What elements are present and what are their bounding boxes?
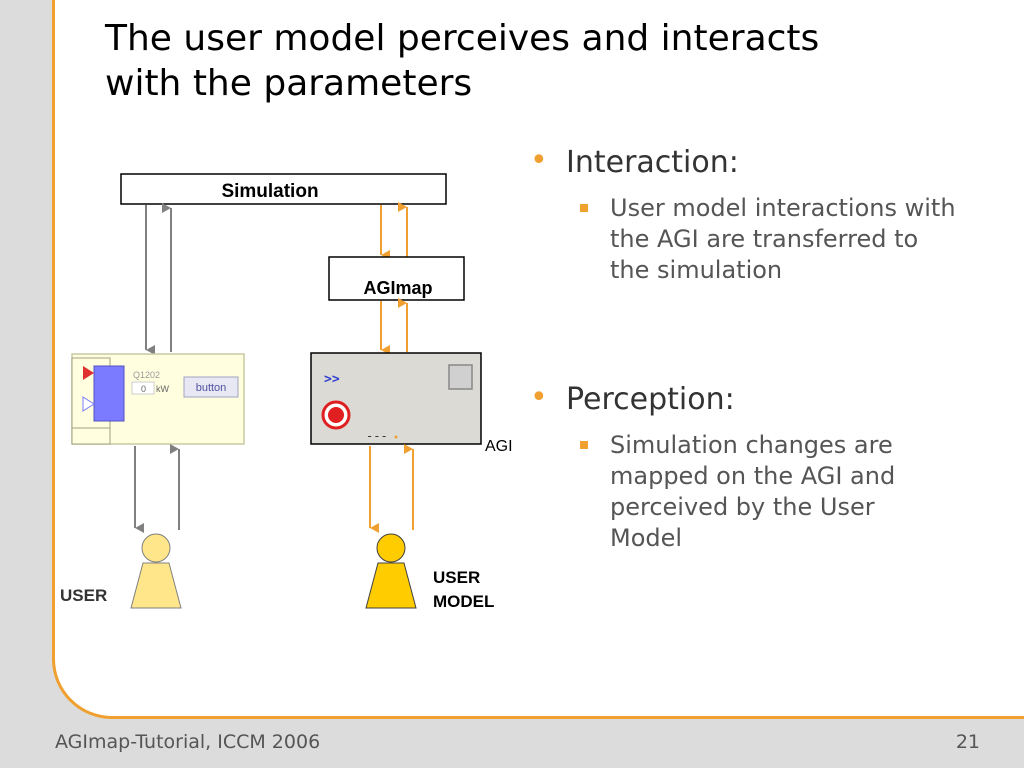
user-model-label-line-2: MODEL [433,592,494,611]
bullet-sub-line: perceived by the User [610,493,875,521]
user-model-label-line-1: USER [433,568,480,587]
interface-button-label: button [196,382,227,394]
outline-triangle-icon [82,396,95,412]
footer-text: AGImap-Tutorial, ICCM 2006 [55,731,321,753]
bullet-heading: Interaction: [566,145,739,180]
bullet-interaction: • Interaction: User model interactions w… [530,143,1020,286]
bullet-sub-line: the simulation [610,256,783,284]
agi-panel-square-button[interactable] [448,364,473,390]
user-label: USER [60,586,107,605]
user-model-figure [365,533,417,609]
square-bullet-icon [580,204,588,212]
square-bullet-icon [580,441,588,449]
interface-value: 0 [141,384,146,394]
bullet-sub-line: Model [610,524,683,552]
interface-unit: kW [156,384,170,394]
slide-title-line-2: with the parameters [105,63,473,104]
simulation-box: Simulation [120,173,447,205]
bullet-sub-line: User model interactions with [610,194,956,222]
bullet-perception: • Perception: Simulation changes are map… [530,380,1020,554]
agimap-box: AGImap [328,256,465,301]
page-number: 21 [955,731,980,753]
simulation-label: Simulation [221,181,318,202]
red-triangle-icon [83,366,94,380]
interface-blue-block [93,365,125,422]
simulation-interface: Q1202 0 kW button [71,353,245,445]
slide-title-line-1: The user model perceives and interacts [105,18,820,59]
interface-button[interactable] [183,376,239,398]
interface-id-text: Q1202 [133,370,160,380]
agi-panel: >> --- [310,352,482,445]
agi-label: AGI [485,438,513,455]
bullet-sub-line: Simulation changes are [610,431,893,459]
bullet-sub-line: the AGI are transferred to [610,225,919,253]
bullet-dot-icon: • [530,380,548,415]
bullet-dot-icon: • [530,143,548,178]
user-figure [130,533,182,609]
slide-title: The user model perceives and interacts w… [105,16,925,106]
bullet-heading: Perception: [566,382,735,417]
agi-panel-dashes: --- [366,429,388,443]
bullet-sub-line: mapped on the AGI and [610,462,896,490]
agimap-label: AGImap [363,278,432,298]
agi-panel-glyph: >> [324,372,340,387]
